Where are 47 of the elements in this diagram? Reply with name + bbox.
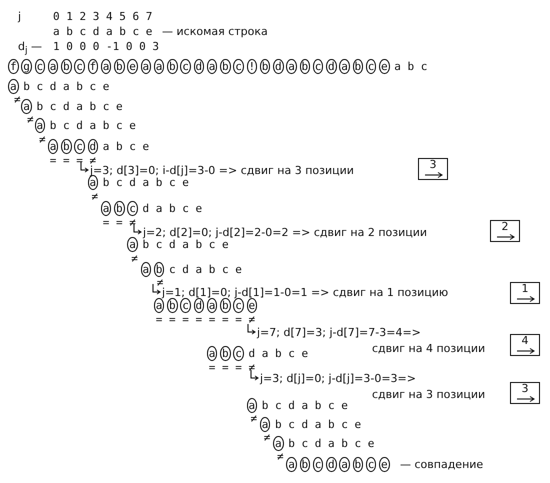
- mismatch-mark: ≠: [156, 276, 164, 289]
- comparison-marks: = = = ≠: [50, 154, 96, 167]
- calculation-text: j=3; d[j]=0; j-d[j]=3-0=3=>: [260, 372, 416, 385]
- caption-text: j: [18, 10, 22, 23]
- calculation-text: j=1; d[1]=0; j-d[1]=1-0=1 => сдвиг на 1 позицию: [162, 286, 448, 299]
- header-row: 0 1 2 3 4 5 6 7: [53, 10, 152, 23]
- calculation-text: сдвиг на 4 позиции: [372, 342, 486, 355]
- pattern-row: a b c d a b c e: [208, 347, 308, 360]
- header-row: 1 0 0 0 -1 0 0 3: [53, 40, 159, 53]
- mismatch-mark: ≠: [14, 93, 21, 106]
- pattern-row: a b c d a b c e: [275, 437, 374, 450]
- pattern-row: a b c d a b c e: [156, 299, 256, 312]
- pattern-row: a b c d a b c e: [129, 238, 229, 251]
- mismatch-mark: ≠: [277, 450, 284, 463]
- pattern-row: a b c d a b c e: [23, 100, 123, 113]
- pattern-row: a b c d a b c e: [288, 458, 388, 471]
- mismatch-mark: ≠: [27, 113, 34, 126]
- pattern-row: a b c d a b c e: [50, 140, 150, 153]
- mismatch-mark: ≠: [250, 412, 258, 425]
- mismatch-mark: ≠: [264, 431, 270, 444]
- comparison-marks: = = = ≠: [208, 361, 256, 374]
- calculation-text: сдвиг на 3 позиции: [372, 388, 486, 401]
- header-row: a b c d a b c e: [53, 25, 152, 38]
- calculation-text: j=3; d[3]=0; i-d[j]=3-0 => сдвиг на 3 позиции: [90, 164, 354, 177]
- shift-number: 1: [520, 283, 530, 295]
- pattern-row: a b c d a b c e: [90, 176, 189, 189]
- pattern-row: a b c d a b c e: [262, 418, 362, 431]
- caption-text: — совпадение: [400, 458, 484, 471]
- shift-number: 2: [500, 221, 510, 233]
- caption-text: — искомая строка: [162, 25, 268, 38]
- header-label: d$_{j}$ —: [18, 40, 42, 58]
- comparison-marks: = = ≠: [102, 216, 136, 229]
- mismatch-mark: ≠: [39, 133, 46, 146]
- pattern-row: a b c d a b c e: [10, 80, 110, 93]
- calculation-text: j=7; d[7]=3; j-d[7]=7-3=4=>: [257, 326, 421, 339]
- pattern-row: a b c d a b c e: [142, 263, 242, 276]
- pattern-row: a b c d a b c e: [36, 119, 136, 132]
- pattern-row: a b c d a b c e: [102, 202, 202, 215]
- mismatch-mark: ≠: [131, 252, 138, 265]
- mismatch-mark: ≠: [92, 190, 98, 203]
- pattern-row: a b c d a b c e: [248, 399, 348, 412]
- pattern-row: f g c a b c f a b e a a b c d a b c ! b d a b c d a b c e a b c: [10, 60, 428, 73]
- comparison-marks: = = = = = = = ≠: [156, 313, 256, 326]
- calculation-text: j=2; d[2]=0; j-d[2]=2-0=2 => сдвиг на 2 позиции: [143, 226, 428, 239]
- shift-number: 3: [520, 383, 530, 395]
- shift-number: 4: [520, 335, 530, 347]
- shift-number: 3: [428, 159, 438, 171]
